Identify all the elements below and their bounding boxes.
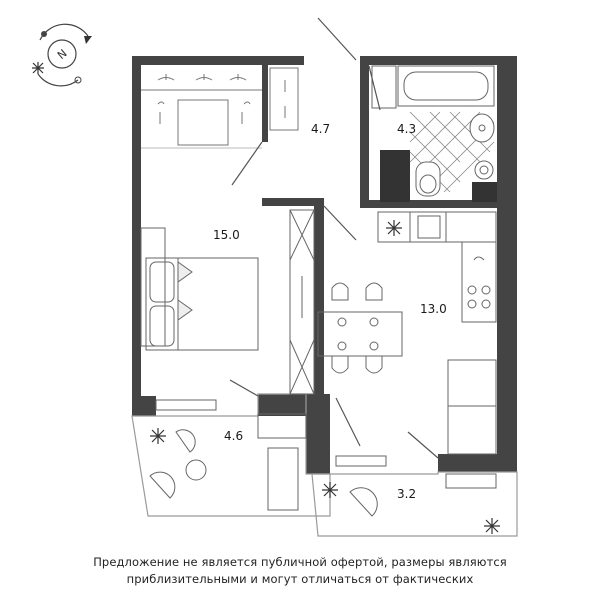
room-area-balcony-left: 4.6: [224, 429, 243, 443]
room-area-bedroom: 15.0: [213, 228, 240, 242]
room-area-balcony-right: 3.2: [397, 487, 416, 501]
room-area-bathroom: 4.3: [397, 122, 416, 136]
disclaimer-line-2: приблизительными и могут отличаться от ф…: [126, 572, 474, 586]
compass: N: [32, 23, 92, 87]
kitchen-fixtures: [317, 211, 497, 467]
kitchen-door: [335, 397, 439, 459]
wardrobe-door: [231, 17, 357, 186]
bathroom-door: [368, 65, 381, 111]
compass-north-label: N: [55, 47, 70, 62]
balconies: [131, 393, 518, 537]
bedroom-fixtures: [140, 209, 315, 411]
walls: [132, 56, 517, 474]
disclaimer-line-1: Предложение не является публичной оферто…: [93, 555, 507, 569]
wardrobe-fixtures: [141, 67, 299, 149]
bathroom-fixtures: [371, 65, 495, 197]
room-area-kitchen: 13.0: [420, 302, 447, 316]
balcony-fixtures: [149, 220, 500, 534]
bedroom-door: [229, 205, 357, 397]
room-area-wardrobe: 4.7: [311, 122, 330, 136]
